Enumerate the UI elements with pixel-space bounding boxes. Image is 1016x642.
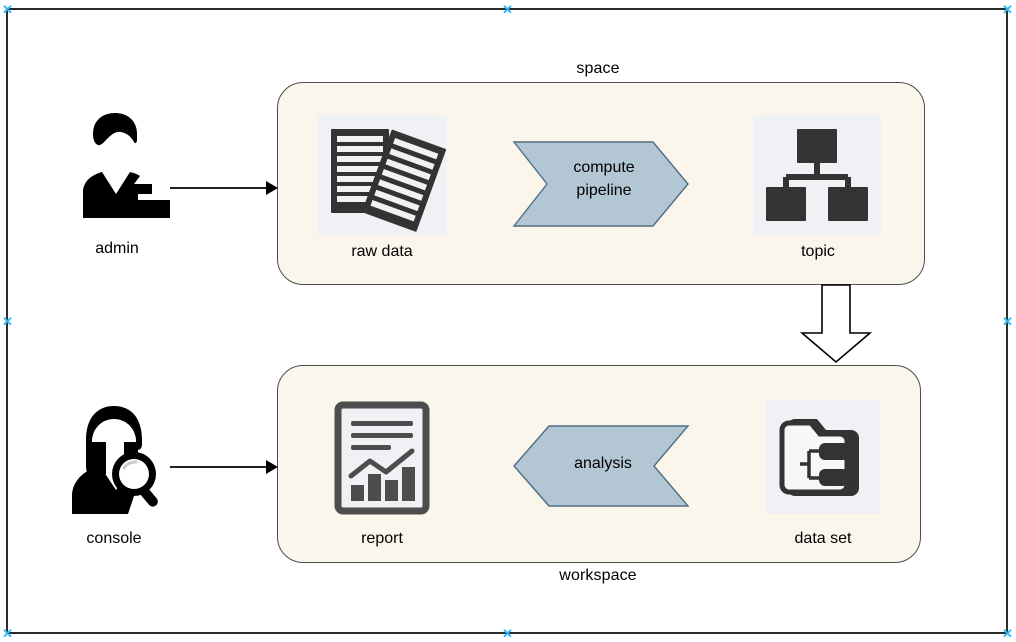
group-label-space: space	[576, 60, 620, 77]
actor-console-icon-wrap[interactable]	[62, 398, 172, 516]
group-label-workspace: workspace	[559, 567, 637, 584]
node-label-data-set: data set	[794, 530, 852, 547]
arrowhead-right-icon	[266, 460, 278, 474]
actor-label-console: console	[86, 530, 142, 547]
node-report-tile[interactable]	[320, 398, 444, 518]
process-compute-pipeline[interactable]: compute pipeline	[512, 141, 689, 227]
connector-admin-to-space[interactable]	[170, 178, 278, 198]
node-topic-tile[interactable]	[753, 115, 881, 235]
node-label-topic: topic	[801, 243, 835, 260]
actor-admin-icon-wrap[interactable]	[62, 110, 170, 220]
process-label-compute-pipeline-line1: compute	[573, 159, 635, 176]
business-person-icon	[83, 113, 170, 218]
person-with-magnifier-icon	[72, 406, 158, 514]
actor-label-admin: admin	[95, 240, 139, 257]
node-data-set-tile[interactable]	[766, 400, 880, 514]
hierarchy-sitemap-icon	[766, 129, 868, 221]
stacked-documents-icon	[331, 129, 447, 232]
chevron-right-shape	[512, 141, 689, 227]
chevron-left-shape	[513, 425, 690, 507]
arrowhead-right-icon	[266, 181, 278, 195]
process-label-compute-pipeline-line2: pipeline	[576, 182, 632, 199]
report-document-chart-icon	[334, 401, 430, 515]
selection-frame[interactable]	[6, 8, 1008, 634]
process-analysis[interactable]: analysis	[513, 425, 690, 507]
block-arrow-down-icon	[799, 284, 873, 364]
connector-console-to-workspace[interactable]	[170, 457, 278, 477]
node-label-report: report	[361, 530, 403, 547]
node-raw-data-tile[interactable]	[317, 115, 447, 235]
connector-space-to-workspace[interactable]	[798, 284, 874, 364]
process-label-analysis: analysis	[574, 455, 632, 472]
node-label-raw-data: raw data	[351, 243, 413, 260]
folder-tree-icon	[779, 419, 859, 496]
